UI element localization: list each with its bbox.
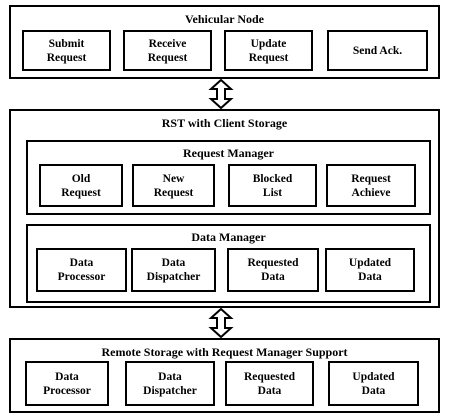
blocked-list-cell: Blocked List [228,164,317,207]
request-manager-title: Request Manager [183,146,274,160]
double-arrow-icon-top [208,78,234,110]
updated-data-cell: Updated Data [325,248,415,292]
remote-requested-data-cell: Requested Data [225,361,314,406]
remote-storage-title: Remote Storage with Request Manager Supp… [101,345,348,359]
double-arrow-icon-bottom [208,307,234,339]
send-ack-cell: Send Ack. [327,30,428,71]
new-request-cell: New Request [132,164,215,207]
update-request-cell: Update Request [224,30,313,71]
remote-data-dispatcher-cell: Data Dispatcher [125,361,215,406]
requested-data-cell: Requested Data [227,248,319,292]
rst-client-storage-box: RST with Client Storage Request Manager … [9,109,440,308]
data-manager-title: Data Manager [191,230,266,244]
vehicular-node-title: Vehicular Node [184,12,264,26]
data-manager-box: Data Manager Data Processor Data Dispatc… [26,224,431,303]
submit-request-cell: Submit Request [22,30,111,71]
data-dispatcher-cell: Data Dispatcher [131,248,216,292]
remote-storage-box: Remote Storage with Request Manager Supp… [9,338,440,413]
remote-data-processor-cell: Data Processor [25,361,109,406]
request-achieve-cell: Request Achieve [326,164,416,207]
receive-request-cell: Receive Request [123,30,212,71]
data-processor-cell: Data Processor [36,248,127,292]
vehicular-node-box: Vehicular Node Submit Request Receive Re… [9,5,440,79]
remote-updated-data-cell: Updated Data [328,361,419,406]
rst-title: RST with Client Storage [161,116,288,130]
request-manager-box: Request Manager Old Request New Request … [26,140,431,215]
old-request-cell: Old Request [39,164,123,207]
